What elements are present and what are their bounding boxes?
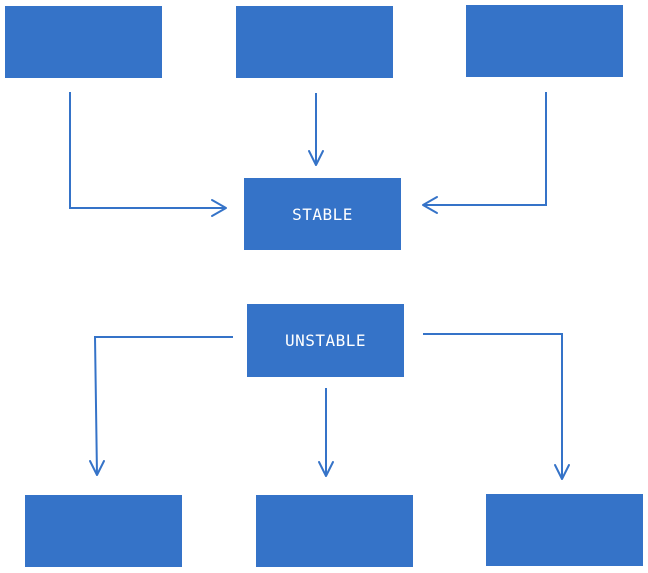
node-bottom-left bbox=[25, 495, 182, 567]
node-top-right bbox=[466, 5, 623, 77]
node-bottom-center bbox=[256, 495, 413, 567]
node-unstable-label: UNSTABLE bbox=[284, 331, 367, 350]
node-bottom-right bbox=[486, 494, 643, 566]
edge-unstable-to-bottom-right bbox=[423, 333, 563, 479]
edge-top-right-to-stable bbox=[423, 92, 547, 206]
node-unstable: UNSTABLE bbox=[247, 304, 404, 377]
arrowhead-top-center-to-stable bbox=[308, 150, 324, 166]
node-stable-label: STABLE bbox=[292, 204, 353, 224]
arrowhead-top-right-to-stable bbox=[422, 196, 438, 214]
node-stable: STABLE bbox=[244, 178, 401, 250]
edge-unstable-to-bottom-left bbox=[93, 336, 233, 476]
arrowhead-unstable-to-bottom-right bbox=[554, 464, 570, 480]
edge-top-left-to-stable bbox=[69, 92, 226, 209]
node-top-center bbox=[236, 6, 393, 78]
node-top-left bbox=[5, 6, 162, 78]
arrowhead-unstable-to-bottom-center bbox=[318, 461, 334, 477]
arrowhead-unstable-to-bottom-left bbox=[89, 460, 105, 476]
arrowhead-top-left-to-stable bbox=[211, 199, 227, 217]
